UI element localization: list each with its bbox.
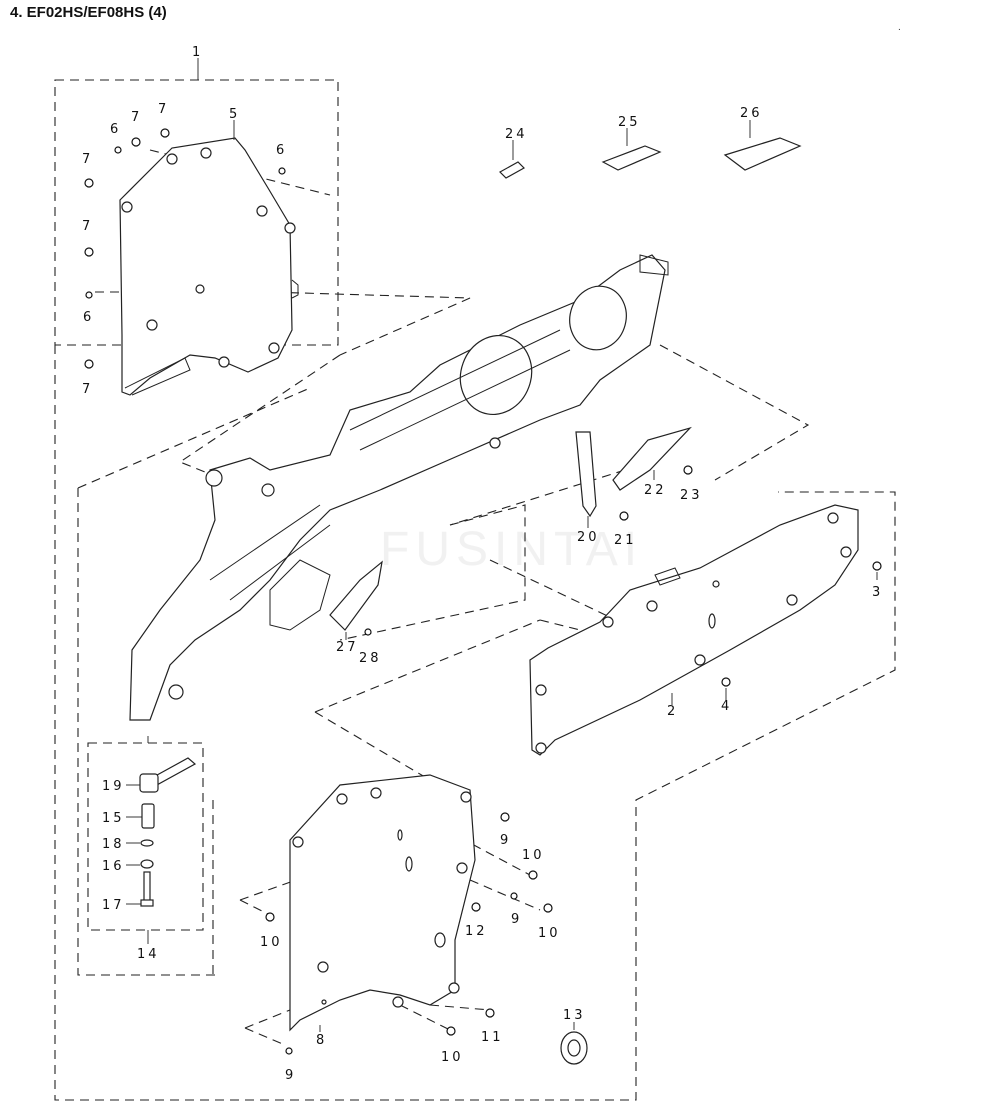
- screw-4: [721, 677, 731, 687]
- tape-reel-part-13: [560, 1031, 588, 1065]
- front-plate-part-8: [289, 774, 476, 1032]
- washer-part-18: [140, 839, 154, 847]
- leader-lines: [126, 58, 878, 1032]
- callout-16: 16: [102, 859, 125, 874]
- callout-7d: 7: [82, 219, 93, 234]
- callout-5: 5: [229, 107, 240, 122]
- callout-6b: 6: [276, 143, 287, 158]
- screw-3: [872, 561, 882, 571]
- plate-part-22: [612, 426, 692, 491]
- callout-27: 27: [336, 640, 359, 655]
- screw-group-1: [84, 128, 286, 369]
- callout-24: 24: [505, 127, 528, 142]
- callout-9c: 9: [285, 1068, 296, 1083]
- callout-26: 26: [740, 106, 763, 121]
- callout-21: 21: [614, 533, 637, 548]
- callout-11: 11: [481, 1030, 504, 1045]
- callout-3: 3: [872, 585, 883, 600]
- group-1-boundary: [54, 79, 339, 346]
- bracket-part-20: [575, 431, 597, 518]
- screw-23: [683, 465, 693, 475]
- page-title: 4. EF02HS/EF08HS (4): [10, 4, 167, 21]
- callout-10c: 10: [260, 935, 283, 950]
- callout-1: 1: [192, 45, 203, 60]
- main-frame: [129, 254, 669, 721]
- callout-13: 13: [563, 1008, 586, 1023]
- corner-mark: .: [898, 22, 901, 33]
- pad-part-24: [499, 161, 525, 179]
- washer-part-16: [140, 859, 154, 869]
- watermark: FUSINTAI: [380, 523, 644, 576]
- lever-part-19: [139, 757, 197, 793]
- bracket-part-27: [329, 560, 383, 631]
- callout-labels: 1 2 3 4 5 6 6 6 7 7 7 7 7 8 9 9 9 10 10 …: [82, 45, 883, 1083]
- pad-part-25: [601, 145, 662, 171]
- callout-22: 22: [644, 483, 667, 498]
- group-main-boundary: [54, 345, 896, 1101]
- callout-9b: 9: [511, 912, 522, 927]
- callout-18: 18: [102, 837, 125, 852]
- callout-23: 23: [680, 488, 703, 503]
- callout-7a: 7: [131, 110, 142, 125]
- callout-25: 25: [618, 115, 641, 130]
- callout-9a: 9: [500, 833, 511, 848]
- callout-19: 19: [102, 779, 125, 794]
- callout-17: 17: [102, 898, 125, 913]
- callout-28: 28: [359, 651, 382, 666]
- callout-10b: 10: [538, 926, 561, 941]
- callout-14: 14: [137, 947, 160, 962]
- callout-15: 15: [102, 811, 125, 826]
- callout-20: 20: [577, 530, 600, 545]
- group-14-boundary: [87, 742, 204, 931]
- callout-7c: 7: [82, 152, 93, 167]
- screw-21: [619, 511, 629, 521]
- callout-4: 4: [721, 699, 732, 714]
- screw-group-8: [265, 812, 553, 1055]
- callout-6a: 6: [110, 122, 121, 137]
- callout-6c: 6: [83, 310, 94, 325]
- callout-10d: 10: [441, 1050, 464, 1065]
- callout-2: 2: [667, 704, 678, 719]
- screw-28: [364, 628, 372, 636]
- callout-7b: 7: [158, 102, 169, 117]
- cover-plate-part-1: [119, 137, 299, 396]
- side-cover-part-2: [529, 504, 859, 756]
- pin-part-15: [141, 803, 155, 829]
- bolt-part-17: [140, 871, 154, 907]
- callout-12: 12: [465, 924, 488, 939]
- callout-10a: 10: [522, 848, 545, 863]
- pad-part-26: [723, 137, 802, 171]
- callout-8: 8: [316, 1033, 327, 1048]
- callout-7e: 7: [82, 382, 93, 397]
